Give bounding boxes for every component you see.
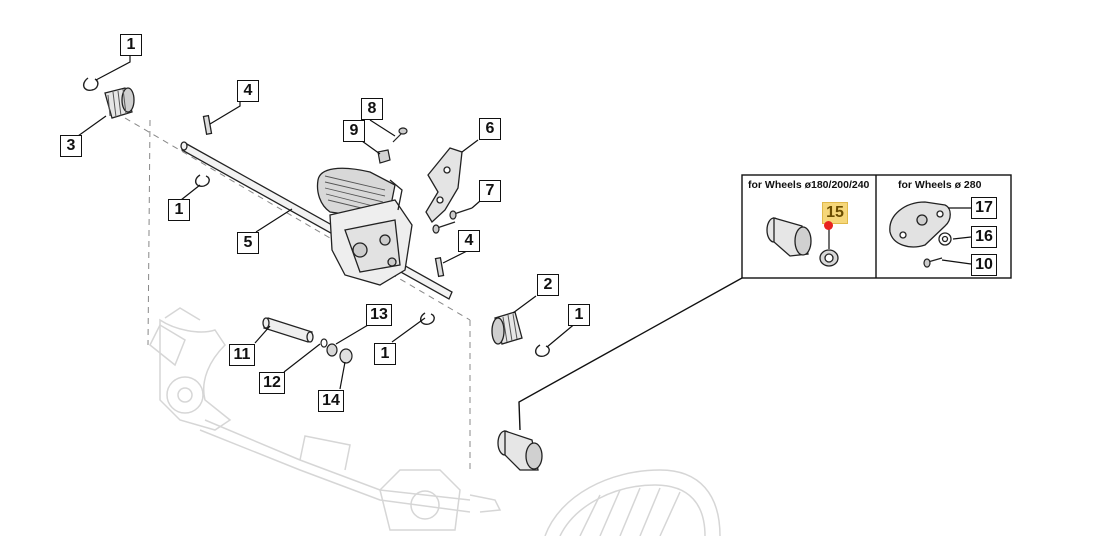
inset-bushing-part-15 <box>819 249 839 267</box>
nut-part-9 <box>377 149 391 164</box>
callout-8[interactable]: 8 <box>361 98 383 120</box>
pinion-part-3 <box>104 87 135 119</box>
wheel-hub-lower <box>497 430 543 471</box>
callout-2[interactable]: 2 <box>537 274 559 296</box>
inset-screw-part-10 <box>923 257 943 268</box>
gearbox-assembly <box>316 167 413 286</box>
callout-1[interactable]: 1 <box>120 34 142 56</box>
callout-4[interactable]: 4 <box>237 80 259 102</box>
leader-lines <box>77 55 578 390</box>
callout-13[interactable]: 13 <box>366 304 392 326</box>
bushing-part-13 <box>326 343 338 357</box>
callout-3[interactable]: 3 <box>60 135 82 157</box>
circlip-part-1c <box>419 312 435 326</box>
callout-1[interactable]: 1 <box>168 199 190 221</box>
callout-5[interactable]: 5 <box>237 232 259 254</box>
pin-part-4b <box>434 257 445 278</box>
callout-1[interactable]: 1 <box>374 343 396 365</box>
callout-11[interactable]: 11 <box>229 344 255 366</box>
washer-part-12 <box>320 338 328 348</box>
callout-17[interactable]: 17 <box>971 197 997 219</box>
callout-16[interactable]: 16 <box>971 226 997 248</box>
cap-part-14 <box>339 348 353 364</box>
pin-part-4a <box>202 114 213 135</box>
dashed-guides <box>124 117 471 470</box>
callout-14[interactable]: 14 <box>318 390 344 412</box>
callout-1[interactable]: 1 <box>568 304 590 326</box>
inset-title-small-wheels: for Wheels ø180/200/240 <box>748 179 870 191</box>
inset-title-large-wheels: for Wheels ø 280 <box>898 179 982 191</box>
screws-part-7 <box>432 207 473 234</box>
callout-10[interactable]: 10 <box>971 254 997 276</box>
callout-4[interactable]: 4 <box>458 230 480 252</box>
inset-leaders-right <box>941 207 972 265</box>
inset-washer-part-16 <box>938 232 952 246</box>
circlip-part-1a <box>82 77 99 92</box>
circlip-part-1d <box>534 344 550 358</box>
inset-pointer <box>518 277 743 431</box>
callout-9[interactable]: 9 <box>343 120 365 142</box>
hotspot-marker[interactable] <box>824 221 833 230</box>
callout-15-highlighted[interactable]: 15 <box>822 202 848 224</box>
ghost-mower-frame <box>149 307 721 536</box>
shaft-part-11 <box>262 317 314 343</box>
shaft-part-5 <box>180 141 453 300</box>
callout-7[interactable]: 7 <box>479 180 501 202</box>
callout-12[interactable]: 12 <box>259 372 285 394</box>
bracket-part-6 <box>425 147 463 224</box>
callout-6[interactable]: 6 <box>479 118 501 140</box>
screw-part-8 <box>392 127 408 143</box>
pinion-part-2 <box>491 311 523 345</box>
circlip-part-1b <box>194 174 210 188</box>
inset-adapter-part-17 <box>889 201 951 248</box>
inset-hub-part <box>766 217 812 257</box>
